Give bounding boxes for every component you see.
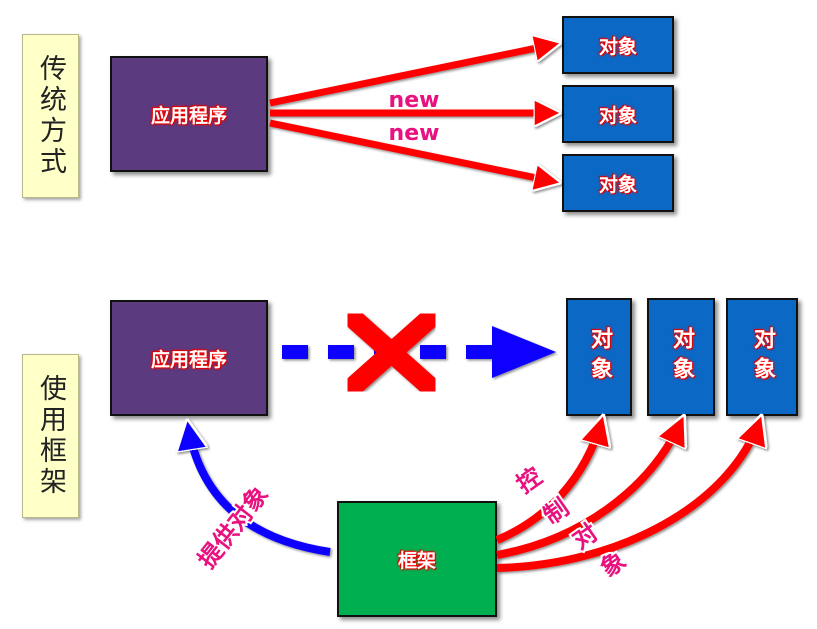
control-char-2: 制	[538, 493, 574, 530]
new-label-1: new	[389, 88, 440, 113]
framework-app-label: 应用程序	[150, 348, 227, 371]
traditional-object-box-2: 对象	[562, 85, 674, 143]
traditional-object-label-1: 对象	[598, 35, 637, 58]
traditional-label: 传统方式	[22, 34, 79, 198]
framework-object-box-1: 对象	[566, 298, 632, 416]
blocked-dashed-arrow	[282, 326, 556, 378]
framework-usage-label: 使用框架	[22, 354, 79, 518]
framework-usage-label-text: 使用框架	[35, 374, 66, 498]
framework-object-label-2: 对象	[669, 327, 694, 387]
traditional-label-text: 传统方式	[35, 54, 66, 178]
control-arrow-3	[496, 420, 760, 572]
traditional-app-box: 应用程序	[110, 56, 268, 172]
control-arrow-1	[495, 420, 602, 544]
provide-object-label: 提供对象	[193, 481, 274, 574]
traditional-object-box-1: 对象	[562, 16, 674, 74]
framework-object-label-1: 对象	[587, 327, 612, 387]
traditional-object-label-3: 对象	[598, 173, 637, 196]
traditional-app-label: 应用程序	[150, 104, 227, 127]
framework-object-box-3: 对象	[726, 298, 798, 416]
traditional-object-box-3: 对象	[562, 154, 674, 212]
control-arrow-2	[496, 420, 682, 559]
new-arrow-3	[269, 119, 556, 182]
provide-object-arrow	[188, 425, 331, 556]
control-char-1: 控	[511, 462, 547, 499]
traditional-object-label-2: 对象	[598, 104, 637, 127]
framework-object-label-3: 对象	[750, 327, 775, 387]
framework-app-box: 应用程序	[110, 300, 268, 416]
framework-box: 框架	[337, 501, 497, 617]
control-char-3: 对	[567, 518, 603, 555]
framework-label: 框架	[397, 549, 436, 572]
framework-object-box-2: 对象	[647, 298, 715, 416]
new-arrow-1	[269, 44, 556, 107]
new-label-2: new	[389, 121, 440, 146]
prohibited-cross-icon	[345, 310, 438, 395]
control-char-4: 象	[595, 546, 631, 583]
